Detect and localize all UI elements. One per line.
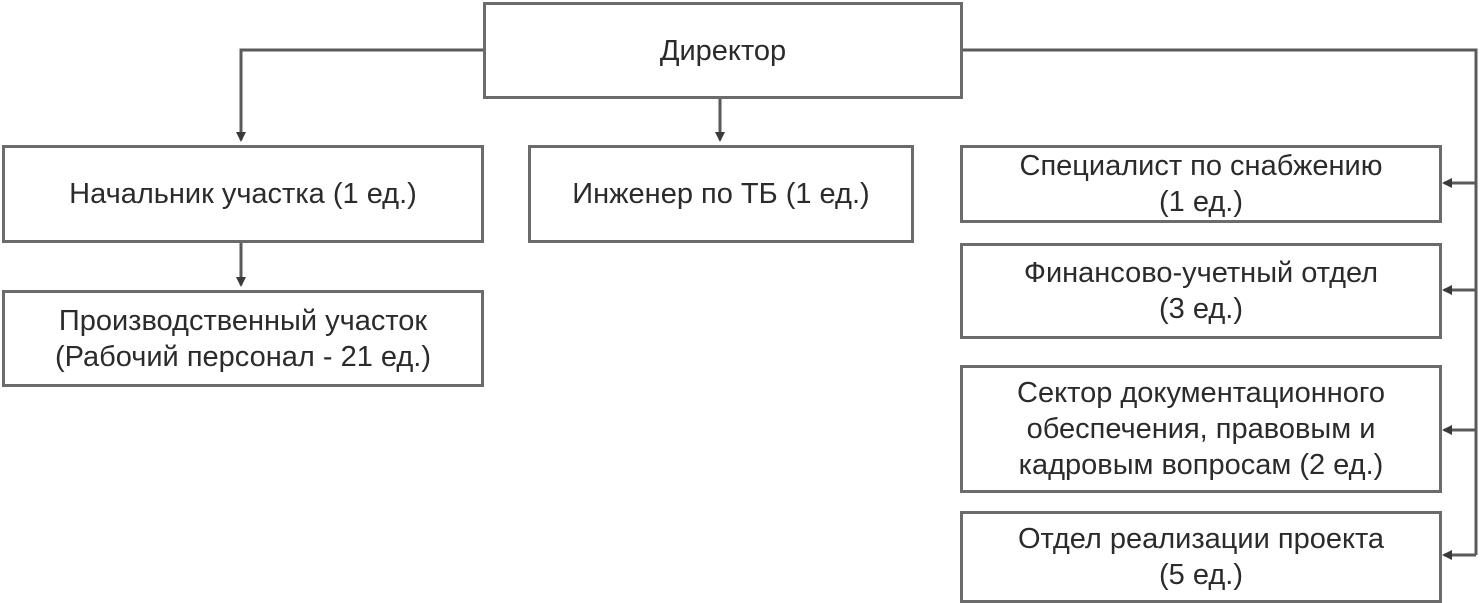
node-label: Отдел реализации проекта [1017, 523, 1385, 555]
node-label: Начальник участка (1 ед.) [69, 178, 417, 210]
node-label: Специалист по снабжению [1019, 150, 1383, 182]
node-docs-sector: Сектор документационного обеспечения, пр… [960, 365, 1442, 493]
node-label: кадровым вопросам (2 ед.) [1018, 449, 1384, 481]
node-label: Финансово-учетный отдел [1023, 257, 1379, 289]
node-label: обеспечения, правовым и [1026, 413, 1376, 445]
node-label: Производственный участок [58, 304, 428, 337]
node-project-dept: Отдел реализации проекта (5 ед.) [960, 511, 1442, 603]
node-label: (1 ед.) [1159, 186, 1243, 218]
node-director: Директор [483, 2, 963, 99]
connector-director-site-head [236, 48, 483, 142]
node-site-head: Начальник участка (1 ед.) [2, 145, 484, 243]
node-label: (5 ед.) [1159, 559, 1243, 591]
node-production-site: Производственный участок (Рабочий персон… [2, 290, 484, 387]
node-label: Директор [659, 34, 787, 67]
node-label: Сектор документационного [1017, 377, 1385, 409]
node-label: Инженер по ТБ (1 ед.) [572, 178, 870, 210]
node-label: (Рабочий персонал - 21 ед.) [54, 340, 432, 373]
node-safety-engineer: Инженер по ТБ (1 ед.) [528, 145, 914, 243]
connector-director-right-bus [962, 48, 1478, 555]
node-label: (3 ед.) [1159, 293, 1243, 325]
node-finance-dept: Финансово-учетный отдел (3 ед.) [960, 243, 1442, 339]
node-supply-specialist: Специалист по снабжению (1 ед.) [960, 145, 1442, 223]
